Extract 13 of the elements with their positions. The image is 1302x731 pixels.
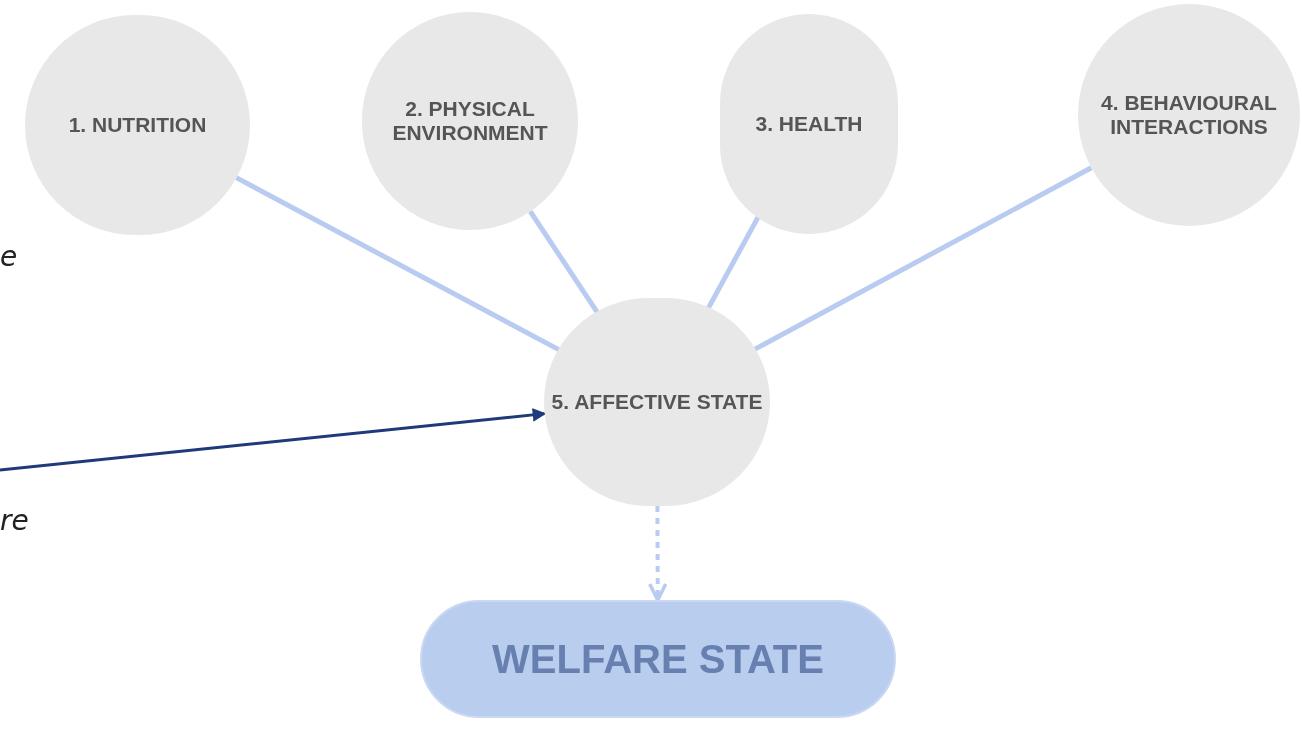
arrow <box>0 408 546 472</box>
connector-line <box>753 165 1093 352</box>
node-label: WELFARE STATE <box>492 639 824 679</box>
dotted-arrow <box>647 506 668 602</box>
node-label: 2. PHYSICAL ENVIRONMENT <box>391 96 549 146</box>
partial-text: re <box>0 503 29 539</box>
partial-text: e <box>0 239 18 275</box>
node-label: 4. BEHAVIOURAL INTERACTIONS <box>1100 90 1278 140</box>
node-label: 3. HEALTH <box>754 111 864 137</box>
connector-line <box>528 210 601 315</box>
node-label: 1. NUTRITION <box>67 112 208 138</box>
node-label: 5. AFFECTIVE STATE <box>550 389 764 415</box>
connector-line <box>235 175 561 353</box>
